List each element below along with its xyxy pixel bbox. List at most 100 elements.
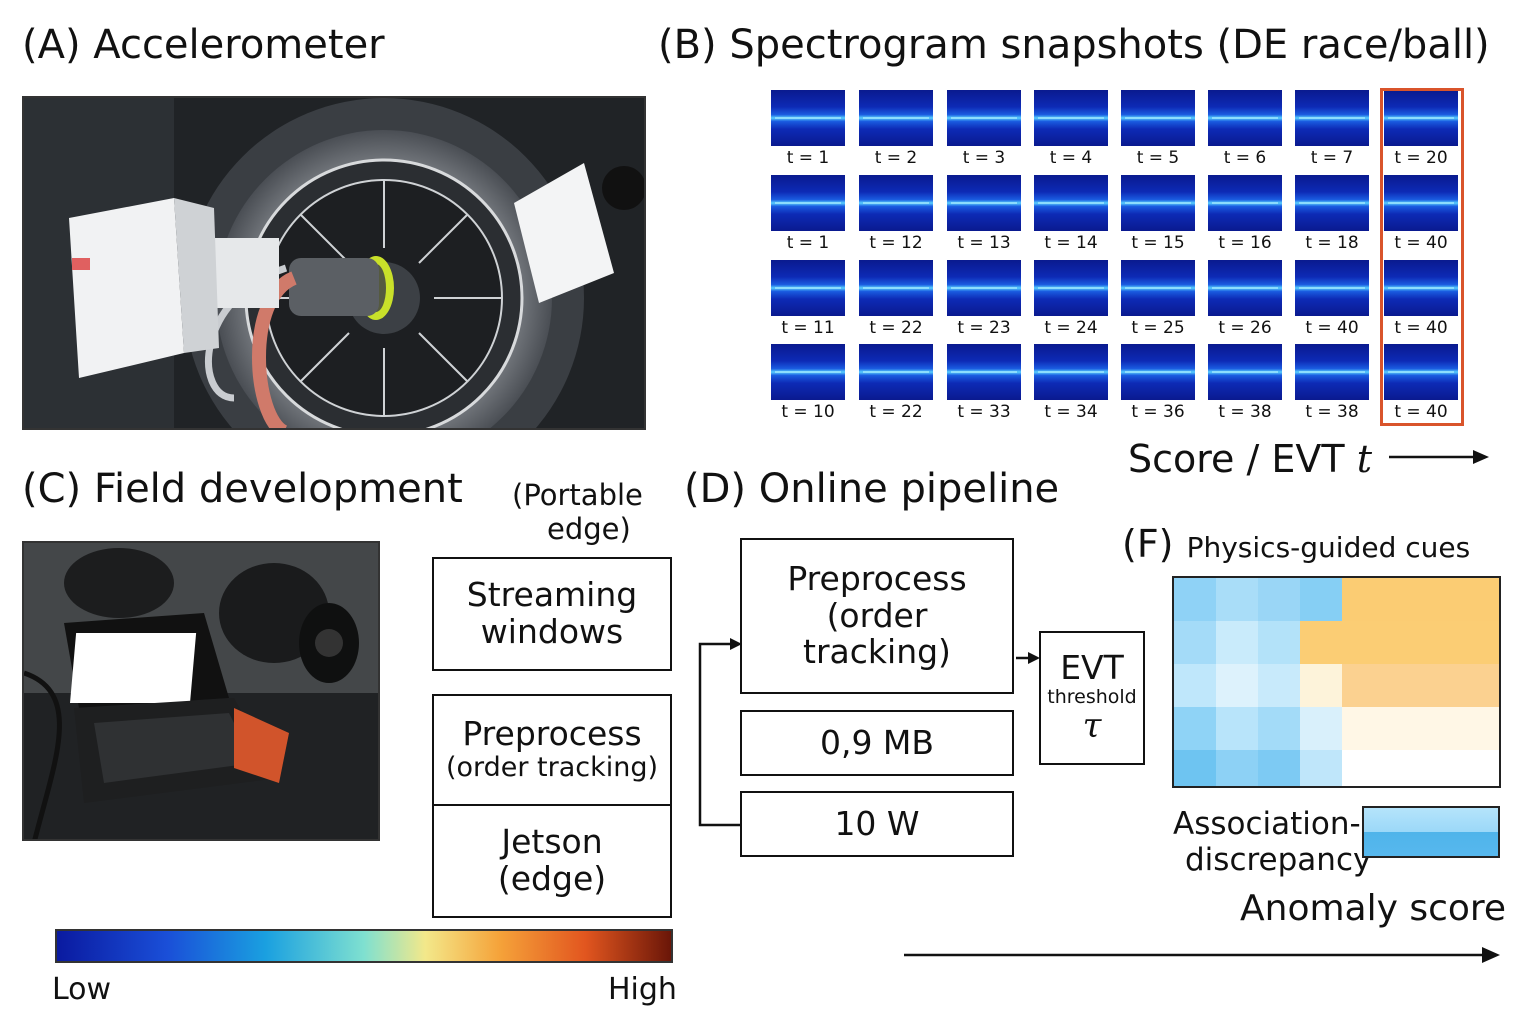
heatmap-cell — [1258, 750, 1300, 786]
preprocess-box-c: Preprocess (order tracking) — [432, 694, 672, 806]
physics-cues-heatmap — [1172, 576, 1501, 788]
spectrogram-thumbnail — [1034, 175, 1108, 231]
heatmap-cell — [1216, 664, 1258, 707]
accelerometer-photo — [22, 96, 646, 430]
heatmap-cell — [1300, 621, 1342, 664]
heatmap-cell — [1174, 578, 1216, 621]
spectrogram-thumbnail — [771, 90, 845, 146]
spectrogram-thumbnail — [947, 260, 1021, 316]
jetson-line2: (edge) — [497, 859, 607, 898]
spectrogram-thumbnail — [1208, 260, 1282, 316]
panel-f-title: (F) Physics-guided cues — [1122, 522, 1470, 566]
spectrogram-time-label: t = 2 — [874, 148, 918, 168]
legend-label-line1: Association- — [1173, 806, 1361, 842]
evt-label: EVT — [1060, 647, 1124, 687]
spectrogram-time-label: t = 23 — [957, 318, 1011, 338]
spectrogram-time-label: t = 36 — [1131, 402, 1185, 422]
power-box: 10 W — [740, 791, 1014, 857]
streaming-line2: windows — [480, 612, 624, 651]
preprocess-c-line1: Preprocess — [462, 714, 642, 754]
spectrogram-thumbnail — [771, 175, 845, 231]
spectrogram-thumbnail — [947, 175, 1021, 231]
heatmap-cell — [1342, 750, 1499, 786]
field-device-photo — [22, 541, 380, 841]
spectrogram-thumbnail — [1121, 344, 1195, 400]
spectrogram-thumbnail — [1384, 90, 1458, 146]
spectrogram-thumbnail — [1208, 90, 1282, 146]
heatmap-cell — [1258, 707, 1300, 750]
spectrogram-thumbnail — [1121, 260, 1195, 316]
spectrogram-time-label: t = 22 — [869, 318, 923, 338]
spectrogram-time-label: t = 22 — [869, 402, 923, 422]
spectrogram-thumbnail — [1384, 344, 1458, 400]
evt-threshold-box: EVT threshold τ — [1039, 631, 1145, 765]
streaming-windows-box: Streaming windows — [432, 557, 672, 671]
heatmap-cell — [1258, 578, 1300, 621]
heatmap-cell — [1174, 707, 1216, 750]
heatmap-cell — [1342, 707, 1499, 750]
spectrogram-thumbnail — [859, 175, 933, 231]
heatmap-cell — [1258, 664, 1300, 707]
score-axis-label: Score / EVT t — [1128, 437, 1372, 481]
feedback-connector — [698, 642, 740, 827]
heatmap-cell — [1342, 621, 1499, 664]
tau-symbol: τ — [1082, 706, 1102, 747]
spectrogram-time-label: t = 1 — [786, 148, 830, 168]
heatmap-cell — [1342, 664, 1499, 707]
spectrogram-thumbnail — [771, 344, 845, 400]
panel-b-title: (B) Spectrogram snapshots (DE race/ball) — [658, 22, 1490, 68]
jetson-line1: Jetson — [501, 822, 603, 862]
heatmap-cell — [1216, 750, 1258, 786]
preprocess-box-d: Preprocess (order tracking) — [740, 538, 1014, 694]
panel-f-label: (F) — [1122, 522, 1174, 566]
anomaly-score-label: Anomaly score — [1240, 888, 1507, 929]
spectrogram-thumbnail — [1295, 344, 1369, 400]
spectrogram-time-label: t = 3 — [962, 148, 1006, 168]
heatmap-cell — [1216, 707, 1258, 750]
spectrogram-thumbnail — [1295, 260, 1369, 316]
spectrogram-time-label: t = 4 — [1049, 148, 1093, 168]
preprocess-c-line2: (order tracking) — [445, 752, 659, 784]
panel-d-title: (D) Online pipeline — [684, 466, 1060, 512]
heatmap-cell — [1258, 621, 1300, 664]
heatmap-cell — [1216, 621, 1258, 664]
spectrogram-thumbnail — [947, 90, 1021, 146]
streaming-line1: Streaming — [466, 575, 638, 615]
spectrogram-thumbnail — [1295, 90, 1369, 146]
legend-label-line2: discrepancy — [1185, 842, 1372, 878]
heatmap-cell — [1300, 578, 1342, 621]
panel-c-title: (C) Field development — [22, 466, 463, 512]
spectrogram-time-label: t = 33 — [957, 402, 1011, 422]
spectrogram-thumbnail — [1034, 90, 1108, 146]
anomaly-score-arrow — [904, 947, 1500, 963]
field-device-illustration — [24, 543, 378, 839]
memory-value: 0,9 MB — [819, 722, 935, 762]
heatmap-cell — [1300, 750, 1342, 786]
spectrogram-time-label: t = 16 — [1218, 233, 1272, 253]
spectrogram-time-label: t = 38 — [1305, 402, 1359, 422]
spectrogram-thumbnail — [1295, 175, 1369, 231]
spectrogram-time-label: t = 7 — [1310, 148, 1354, 168]
colorbar-low-label: Low — [52, 972, 112, 1007]
pipeline-connectors — [698, 638, 1040, 827]
spectrogram-time-label: t = 18 — [1305, 233, 1359, 253]
highlight-column-frame — [1380, 88, 1464, 426]
association-discrepancy-swatch — [1362, 806, 1500, 858]
spectrogram-time-label: t = 20 — [1394, 148, 1448, 168]
heatmap-cell — [1342, 578, 1499, 621]
spectrogram-time-label: t = 15 — [1131, 233, 1185, 253]
preprocess-d-line2: (order — [826, 595, 928, 635]
spectrogram-time-label: t = 12 — [869, 233, 923, 253]
spectrogram-thumbnail — [1208, 344, 1282, 400]
feedback-arrowhead — [730, 638, 742, 650]
score-axis-text: Score / EVT — [1128, 437, 1357, 481]
panel-f-title-text: Physics-guided cues — [1186, 531, 1471, 564]
panel-a-title: (A) Accelerometer — [22, 22, 385, 68]
spectrogram-time-label: t = 38 — [1218, 402, 1272, 422]
jetson-edge-box: Jetson (edge) — [432, 804, 672, 918]
spectrogram-thumbnail — [859, 90, 933, 146]
spectrogram-thumbnail — [1384, 175, 1458, 231]
spectrogram-time-label: t = 10 — [781, 402, 835, 422]
spectrogram-thumbnail — [1121, 175, 1195, 231]
